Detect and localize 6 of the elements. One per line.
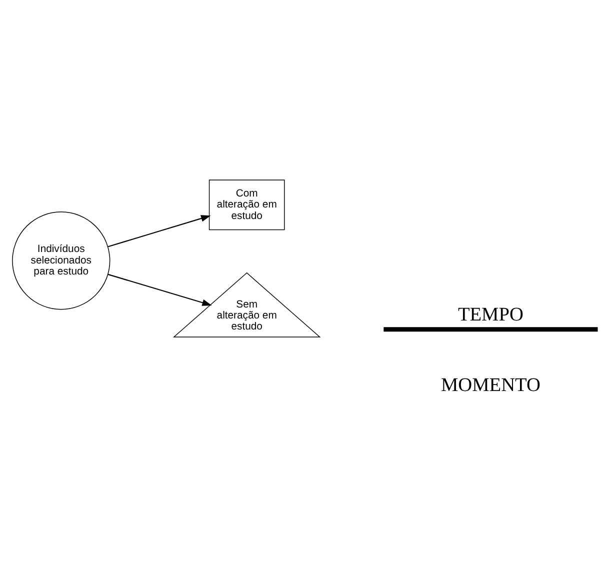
node-box: Com alteração em estudo xyxy=(208,180,285,230)
label: TEMPO xyxy=(458,304,524,326)
label: MOMENTO xyxy=(440,374,540,396)
arrow xyxy=(108,274,212,306)
arrow xyxy=(108,215,211,248)
node-circle: Indivíduos selecionados para estudo xyxy=(12,212,110,310)
